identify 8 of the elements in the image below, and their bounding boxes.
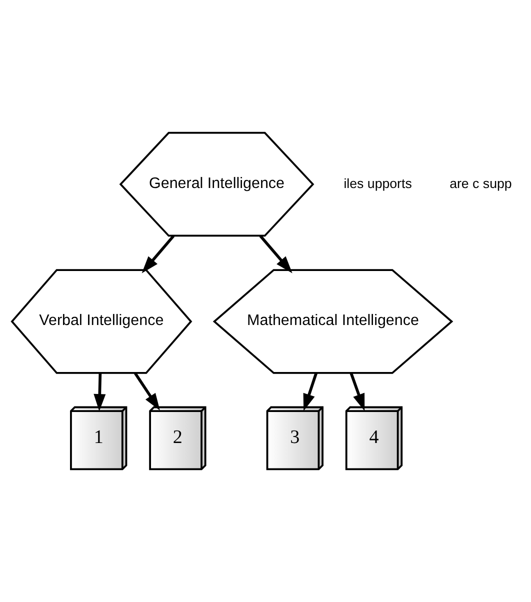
arrow xyxy=(303,372,318,412)
label: iles upports xyxy=(344,176,412,191)
arrow xyxy=(142,235,175,274)
arrow xyxy=(94,373,106,412)
arrow xyxy=(350,372,365,412)
label: are c supp xyxy=(450,176,512,191)
arrow xyxy=(259,235,292,274)
arrow xyxy=(134,372,160,411)
